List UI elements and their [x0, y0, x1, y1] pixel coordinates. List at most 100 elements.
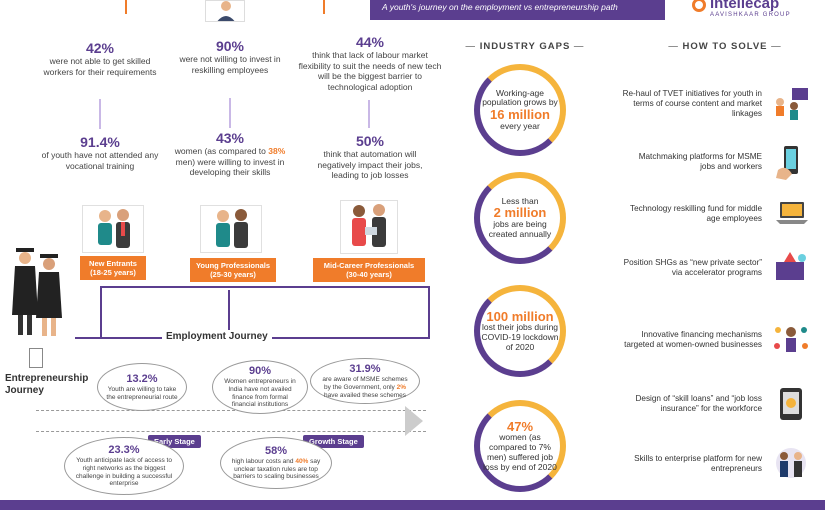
- top-bracket: [125, 0, 325, 14]
- solve-text: Re-haul of TVET initiatives for youth in…: [622, 88, 762, 119]
- employment-col-2: 90% were not willing to invest in reskil…: [170, 38, 290, 75]
- down-arrow-icon: [29, 348, 43, 368]
- brand-name: intellecap: [710, 0, 780, 12]
- mid-career-illustration: [340, 200, 398, 254]
- cloud-text-a: are aware of MSME schemes by the Governm…: [322, 375, 408, 391]
- solve-text: Innovative financing mechanisms targeted…: [624, 329, 762, 349]
- header-avatar: [205, 0, 245, 22]
- gap-pre: Working-age population grows by: [482, 87, 558, 108]
- gap-pre: Less than: [501, 195, 539, 206]
- stat-cloud-5: 58% high labour costs and 40% say unclea…: [220, 437, 332, 489]
- gap-big: 47%: [506, 418, 534, 434]
- entrepreneurs-icon: [772, 446, 810, 482]
- employment-riser-3: [428, 286, 430, 338]
- employment-riser-2: [228, 290, 230, 330]
- entrepreneurship-label: Entrepreneurship Journey: [5, 373, 88, 397]
- up-arrow-icon: [99, 99, 101, 129]
- cloud-highlight: 40%: [295, 457, 309, 465]
- woman-multitask-icon: [772, 322, 810, 358]
- graduates-illustration: [8, 240, 68, 340]
- stat-text: think that automation will negatively im…: [317, 149, 423, 181]
- label-line-2: Journey: [5, 385, 44, 396]
- cloud-number: 13.2%: [126, 372, 158, 385]
- heading-text: HOW TO SOLVE: [682, 41, 768, 52]
- cloud-number: 23.3%: [108, 443, 140, 456]
- laptop-icon: [772, 196, 810, 232]
- solve-item-4: Position SHGs as “new private sector” vi…: [600, 250, 810, 286]
- gap-post: women (as compared to 7% men) suffered j…: [483, 432, 557, 472]
- cloud-text: high labour costs and 40% say unclear ta…: [229, 458, 323, 481]
- young-professionals-illustration: [200, 205, 262, 253]
- header-banner: A youth's journey on the employment vs e…: [370, 0, 665, 20]
- employment-col-1: 42% were not able to get skilled workers…: [40, 40, 160, 77]
- heading-text: INDUSTRY GAPS: [479, 41, 571, 52]
- badge-age: (18-25 years): [90, 268, 136, 277]
- cloud-number: 90%: [248, 364, 272, 377]
- solve-text: Skills to enterprise platform for new en…: [634, 453, 762, 473]
- gap-big: 100 million: [486, 308, 554, 324]
- stat-cloud-1: 13.2% Youth are willing to take the entr…: [97, 363, 187, 411]
- badge-title: New Entrants: [89, 259, 137, 268]
- employment-col-3-mid: 50% think that automation will negativel…: [305, 133, 435, 181]
- brand-logo: intellecap AAVISHKAAR GROUP: [692, 0, 812, 22]
- solve-item-1: Re-haul of TVET initiatives for youth in…: [600, 86, 810, 122]
- cloud-text-a: high labour costs and: [231, 457, 296, 465]
- new-entrants-badge: New Entrants (18-25 years): [80, 256, 146, 280]
- solve-item-5: Innovative financing mechanisms targeted…: [600, 322, 810, 358]
- classroom-icon: [772, 86, 810, 122]
- stat-number: 50%: [355, 133, 385, 149]
- stat-text: think that lack of labour market flexibi…: [298, 50, 442, 92]
- cloud-text: Youth are willing to take the entreprene…: [106, 385, 178, 401]
- new-entrants-illustration: [82, 205, 144, 253]
- entrepreneurship-road: [36, 410, 426, 432]
- stat-cloud-2: 90% Women entrepreneurs in India have no…: [212, 360, 308, 414]
- solve-item-2: Matchmaking platforms for MSME jobs and …: [600, 144, 810, 180]
- solve-item-6: Design of “skill loans” and “job loss in…: [600, 386, 810, 422]
- employment-col-2-mid: 43% women (as compared to 38% men) were …: [165, 130, 295, 178]
- cloud-number: 58%: [264, 444, 288, 457]
- gap-circle-4: 47% women (as compared to 7% men) suffer…: [474, 400, 566, 492]
- employment-col-1-mid: 91.4% of youth have not attended any voc…: [40, 134, 160, 171]
- stat-number: 44%: [355, 34, 385, 50]
- cloud-text: are aware of MSME schemes by the Governm…: [319, 376, 411, 399]
- gap-circle-2: Less than 2 million jobs are being creat…: [474, 172, 566, 264]
- logo-mark-icon: [692, 0, 706, 12]
- cloud-number: 31.9%: [349, 362, 381, 375]
- header-tagline: A youth's journey on the employment vs e…: [382, 2, 618, 12]
- solve-item-3: Technology reskilling fund for middle ag…: [600, 196, 810, 232]
- how-to-solve-heading: — HOW TO SOLVE —: [668, 41, 782, 52]
- gap-big: 2 million: [493, 205, 547, 221]
- brand-sub: AAVISHKAAR GROUP: [710, 12, 791, 18]
- employment-journey-label: Employment Journey: [162, 331, 272, 342]
- smartphone-icon: [772, 144, 810, 180]
- employment-col-3: 44% think that lack of labour market fle…: [297, 34, 443, 93]
- badge-title: Mid-Career Professionals: [323, 261, 415, 270]
- solve-text: Design of “skill loans” and “job loss in…: [635, 393, 762, 413]
- stat-text: were not willing to invest in reskilling…: [179, 54, 281, 75]
- employment-riser-1: [100, 286, 102, 338]
- stat-number: 90%: [215, 38, 245, 54]
- stat-text: were not able to get skilled workers for…: [43, 56, 157, 77]
- gap-circle-3: 100 million lost their jobs during COVID…: [474, 285, 566, 377]
- gap-big: 16 million: [490, 107, 550, 123]
- stat-highlight: 38%: [268, 146, 286, 156]
- industry-gaps-heading: — INDUSTRY GAPS —: [465, 41, 585, 52]
- gap-circle-1: Working-age population grows by 16 milli…: [474, 64, 566, 156]
- solve-text: Position SHGs as “new private sector” vi…: [623, 257, 762, 277]
- employment-path-line: [100, 286, 430, 288]
- mobile-payment-icon: [772, 386, 810, 422]
- stat-cloud-3: 31.9% are aware of MSME schemes by the G…: [310, 358, 420, 404]
- mid-career-badge: Mid-Career Professionals (30-40 years): [313, 258, 425, 282]
- stat-text-b: men) were willing to invest in developin…: [175, 156, 285, 178]
- stat-text: women (as compared to 38% men) were will…: [165, 146, 295, 178]
- up-arrow-icon: [368, 100, 370, 128]
- cloud-highlight: 2%: [396, 383, 407, 391]
- footer-bar: [0, 500, 825, 510]
- gap-post: lost their jobs during COVID-19 lockdown…: [481, 322, 559, 352]
- cloud-text-b: have availed these schemes: [323, 391, 407, 399]
- gap-post: jobs are being created annually: [488, 218, 552, 239]
- badge-title: Young Professionals: [195, 261, 271, 270]
- stat-number: 43%: [215, 130, 245, 146]
- cloud-text-b: say unclear taxation rules are top barri…: [233, 457, 321, 481]
- badge-age: (30-40 years): [346, 270, 392, 279]
